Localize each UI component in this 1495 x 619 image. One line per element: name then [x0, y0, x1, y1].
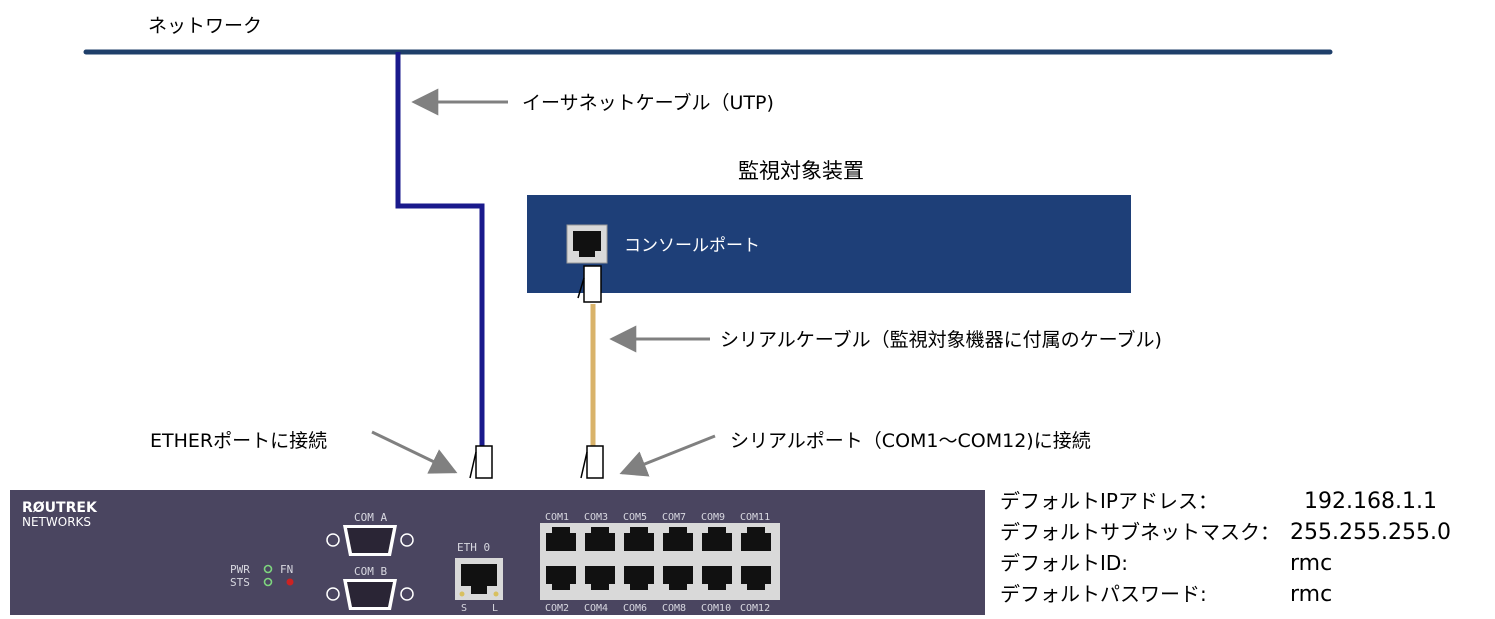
port-label: COM2	[545, 603, 569, 614]
network-label: ネットワーク	[148, 15, 262, 37]
port-label: COM10	[701, 603, 731, 614]
serial-port-com4[interactable]	[585, 566, 615, 590]
brand-logo-sub: NETWORKS	[22, 515, 91, 529]
brand-logo: RØUTREK	[22, 500, 98, 516]
serial-plug-top	[577, 265, 602, 303]
port-label: COM4	[584, 603, 608, 614]
serial-cable-label: シリアルケーブル（監視対象機器に付属のケーブル)	[720, 328, 1162, 351]
serial-port-com3[interactable]	[585, 527, 615, 551]
sts-led	[263, 577, 273, 587]
port-label: COM5	[623, 512, 647, 523]
serial-port-com7[interactable]	[663, 527, 693, 551]
com-a-port[interactable]	[326, 525, 414, 556]
fn-led	[286, 578, 294, 586]
console-port-label: コンソールポート	[624, 236, 760, 256]
port-label: COM7	[662, 512, 686, 523]
console-port-icon	[566, 224, 608, 264]
default-label: デフォルトサブネットマスク：	[1000, 520, 1280, 544]
eth-s-label: S	[461, 603, 467, 614]
serial-port-com6[interactable]	[624, 566, 654, 590]
fn-led-label: FN	[280, 563, 293, 576]
sts-led-label: STS	[230, 576, 250, 589]
serial-port-com11[interactable]	[741, 527, 771, 551]
ether-connect-label: ETHERポートに接続	[150, 430, 327, 452]
ethernet-cable-label: イーサネットケーブル（UTP)	[522, 91, 774, 114]
serial-plug-bottom	[580, 445, 604, 479]
default-label: デフォルトパスワード:	[1000, 582, 1207, 606]
eth-label: ETH 0	[457, 541, 490, 554]
default-value: 192.168.1.1	[1304, 489, 1437, 514]
port-label: COM1	[545, 512, 569, 523]
default-value: rmc	[1290, 582, 1332, 607]
serial-port-com9[interactable]	[702, 527, 732, 551]
port-label: COM6	[623, 603, 647, 614]
default-value: 255.255.255.0	[1290, 520, 1451, 545]
serial-port-com2[interactable]	[546, 566, 576, 590]
default-label: デフォルトID:	[1000, 551, 1128, 575]
default-value: rmc	[1290, 551, 1332, 576]
serial-connect-label: シリアルポート（COM1～COM12)に接続	[730, 430, 1091, 452]
serial-port-block	[540, 523, 780, 600]
port-label: COM9	[701, 512, 725, 523]
pwr-led-label: PWR	[230, 563, 250, 576]
eth0-port[interactable]	[455, 558, 503, 600]
serial-port-com1[interactable]	[546, 527, 576, 551]
ethernet-cable	[395, 52, 485, 446]
serial-port-com8[interactable]	[663, 566, 693, 590]
serial-port-com5[interactable]	[624, 527, 654, 551]
port-label: COM12	[740, 603, 770, 614]
monitored-device	[527, 195, 1131, 293]
pwr-led	[263, 564, 273, 574]
ether-connect-arrow	[371, 430, 458, 474]
port-label: COM8	[662, 603, 686, 614]
ethernet-plug	[469, 445, 493, 479]
port-label: COM11	[740, 512, 770, 523]
eth-l-label: L	[492, 603, 498, 614]
serial-port-com12[interactable]	[741, 566, 771, 590]
serial-port-com10[interactable]	[702, 566, 732, 590]
serial-connect-arrow	[619, 434, 716, 477]
port-label: COM3	[584, 512, 608, 523]
com-a-label: COM A	[354, 511, 387, 524]
default-label: デフォルトIPアドレス：	[1000, 489, 1218, 513]
device-title: 監視対象装置	[738, 159, 864, 183]
com-b-label: COM B	[354, 565, 387, 578]
com-b-port[interactable]	[326, 579, 414, 610]
